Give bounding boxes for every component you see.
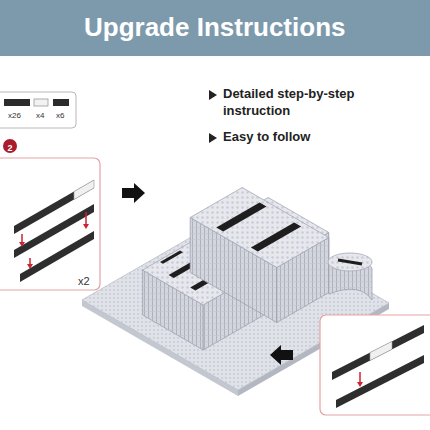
bullet-triangle-shape: [209, 90, 217, 100]
feature-text: Detailed step-by-step instruction: [223, 86, 418, 120]
quantity-label: x4: [36, 111, 44, 120]
step-number: 2: [7, 143, 12, 153]
feature-text: Easy to follow: [223, 129, 418, 146]
bullet-triangle-shape: [209, 133, 217, 143]
title-text: Upgrade Instructions: [84, 12, 345, 43]
feature-row: Easy to follow: [208, 129, 418, 146]
quantity-label: x2: [78, 275, 90, 287]
step-badge: 2: [3, 139, 17, 153]
quantity-label: x26: [8, 111, 21, 120]
bullet-triangle: [208, 132, 218, 144]
quantity-label: x6: [56, 111, 64, 120]
bullet-triangle: [208, 89, 218, 101]
feature-row: Detailed step-by-step instruction: [208, 86, 418, 120]
